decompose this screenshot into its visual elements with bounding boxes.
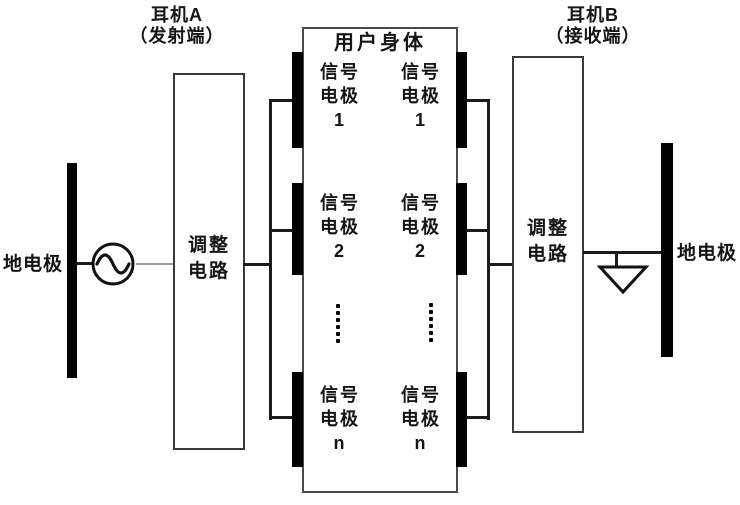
electrode-text-line: 信号 xyxy=(401,62,441,82)
ground-electrode-bar-left xyxy=(67,163,77,378)
vertical-ellipsis-icon-right xyxy=(429,303,433,342)
bus-line-right xyxy=(487,99,490,420)
electrode-index: n xyxy=(333,433,347,453)
electrode-text-line: 信号 xyxy=(401,193,441,213)
ac-source-icon xyxy=(91,242,135,286)
connector-right-row2 xyxy=(466,229,488,232)
wire-circuit-a-to-bus xyxy=(243,263,271,266)
wire-ground-stub xyxy=(615,253,618,267)
bus-line-left xyxy=(269,99,272,420)
ground-electrode-bar-right xyxy=(661,143,673,357)
adjust-circuit-a-line1: 调整 xyxy=(187,235,230,256)
adjust-circuit-a-box xyxy=(173,73,245,450)
adjust-circuit-a-label: 调整 电路 xyxy=(174,233,244,285)
connector-left-rown xyxy=(269,416,294,419)
headphone-a-label: 耳机A （发射端） xyxy=(107,5,247,47)
connector-left-row2 xyxy=(269,229,294,232)
signal-electrode-label-right-2: 信号 电极 2 xyxy=(384,191,458,263)
electrode-index: 1 xyxy=(414,110,427,130)
ground-symbol-icon xyxy=(597,265,649,295)
signal-electrode-bar-right-1 xyxy=(456,52,467,148)
electrode-index: 2 xyxy=(414,241,427,261)
electrode-text-line: 信号 xyxy=(320,385,360,405)
signal-electrode-bar-left-n xyxy=(292,372,303,467)
signal-electrode-label-right-n: 信号 电极 n xyxy=(384,383,458,455)
electrode-index: n xyxy=(414,433,428,453)
signal-electrode-bar-right-n xyxy=(456,372,467,467)
headphone-b-name: 耳机B xyxy=(567,5,619,25)
ground-electrode-label-right: 地电极 xyxy=(676,243,737,264)
electrode-text-line: 电极 xyxy=(320,409,360,429)
electrode-text-line: 电极 xyxy=(320,86,360,106)
electrode-text-line: 电极 xyxy=(401,86,441,106)
signal-electrode-bar-left-2 xyxy=(292,183,303,275)
headphone-a-name: 耳机A xyxy=(151,5,203,25)
signal-electrode-label-left-n: 信号 电极 n xyxy=(303,383,377,455)
wire-bus-to-circuit-b xyxy=(489,263,513,266)
headphone-a-role: （发射端） xyxy=(129,26,225,46)
wire-circuit-b-to-ground xyxy=(583,251,662,254)
electrode-index: 1 xyxy=(333,110,346,130)
adjust-circuit-b-box xyxy=(512,56,584,433)
headphone-b-role: （接收端） xyxy=(545,26,641,46)
wire-ground-to-source xyxy=(77,262,93,265)
signal-electrode-label-left-2: 信号 电极 2 xyxy=(303,191,377,263)
connector-right-row1 xyxy=(466,99,488,102)
signal-electrode-label-right-1: 信号 电极 1 xyxy=(384,60,458,132)
adjust-circuit-b-line1: 调整 xyxy=(526,218,569,239)
connector-right-rown xyxy=(466,416,488,419)
user-body-title: 用户身体 xyxy=(334,32,426,54)
electrode-text-line: 电极 xyxy=(401,217,441,237)
electrode-text-line: 信号 xyxy=(320,62,360,82)
ground-electrode-label-left: 地电极 xyxy=(2,254,63,275)
electrode-text-line: 电极 xyxy=(401,409,441,429)
signal-electrode-label-left-1: 信号 电极 1 xyxy=(303,60,377,132)
electrode-index: 2 xyxy=(333,241,346,261)
adjust-circuit-a-line2: 电路 xyxy=(187,261,230,282)
wire-source-to-circuit-a xyxy=(136,263,174,265)
signal-electrode-bar-left-1 xyxy=(292,52,303,148)
headphone-b-label: 耳机B （接收端） xyxy=(523,5,663,47)
electrode-text-line: 电极 xyxy=(320,217,360,237)
electrode-text-line: 信号 xyxy=(401,385,441,405)
vertical-ellipsis-icon-left xyxy=(336,304,340,343)
signal-electrode-bar-right-2 xyxy=(456,183,467,275)
adjust-circuit-b-label: 调整 电路 xyxy=(513,216,583,268)
electrode-text-line: 信号 xyxy=(320,193,360,213)
adjust-circuit-b-line2: 电路 xyxy=(526,244,569,265)
connector-left-row1 xyxy=(269,99,294,102)
